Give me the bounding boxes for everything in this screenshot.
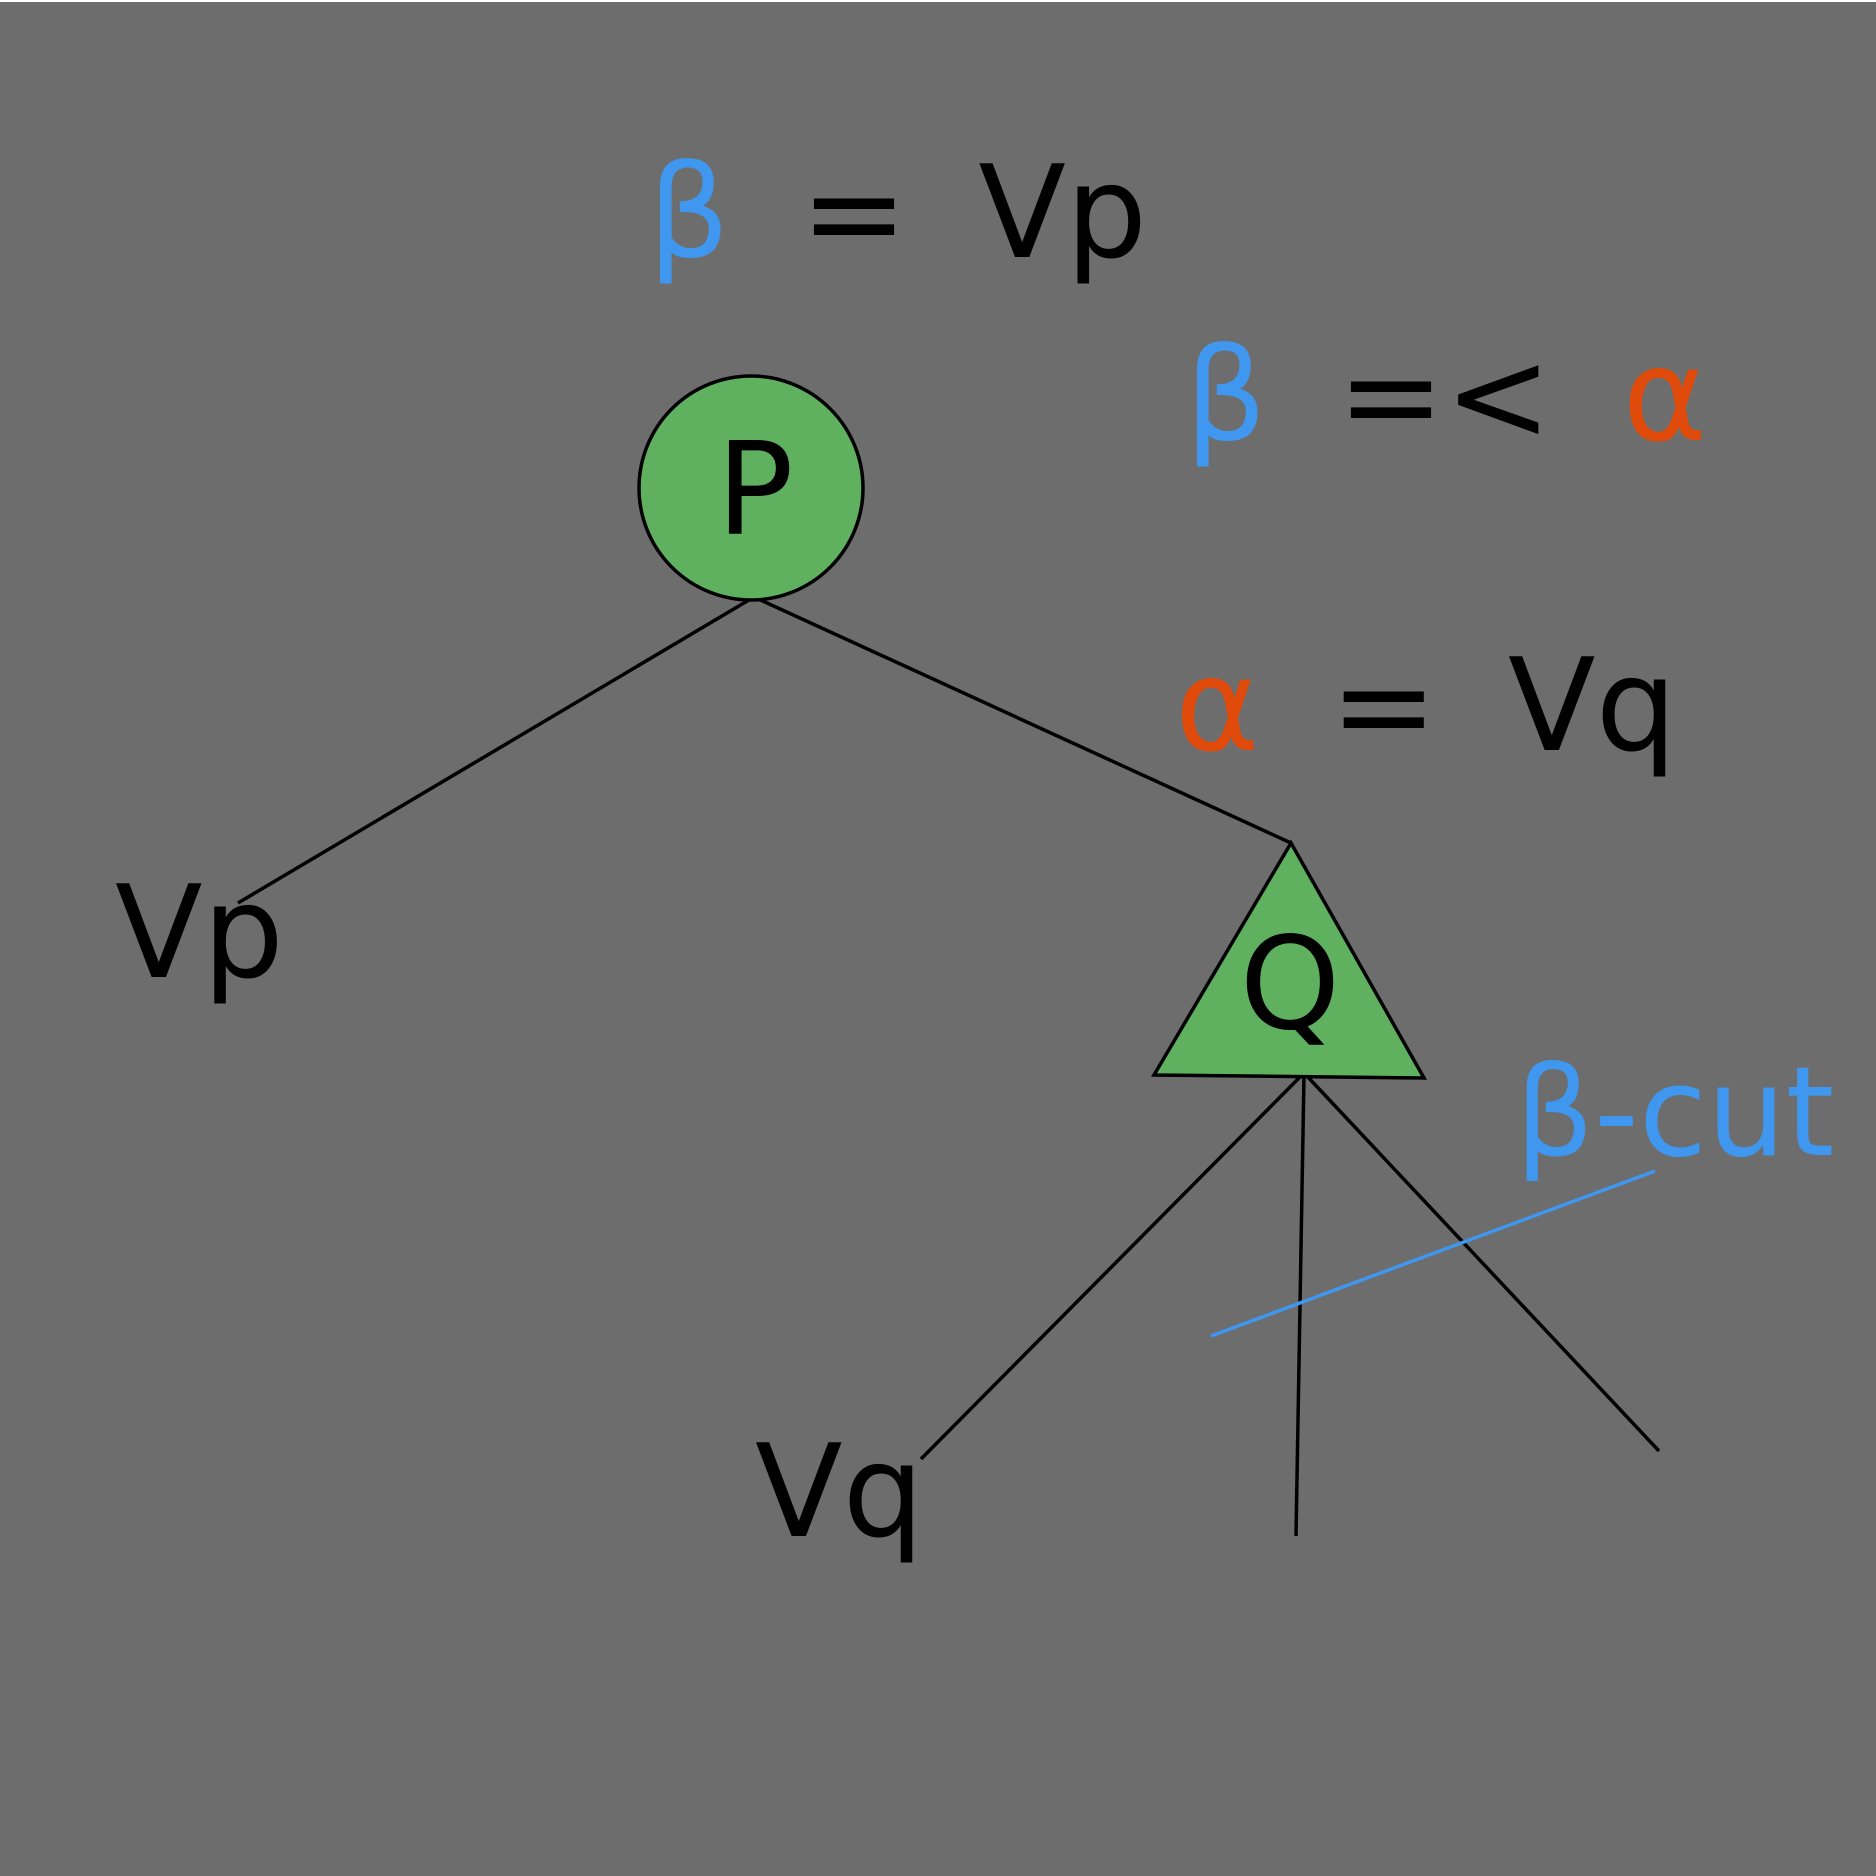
beta-symbol: β (1185, 322, 1267, 471)
node-q-triangle (1150, 839, 1428, 1080)
equation-beta-lte-alpha: β =< α (1185, 322, 1707, 471)
equation-beta-lte-alpha-text: β =< α (1185, 322, 1707, 471)
equation-beta-vp: β = Vp (648, 139, 1147, 288)
beta-symbol: β (648, 139, 730, 288)
equation-alpha-vq: α = Vq (1175, 632, 1677, 781)
edge-p-vp (237, 595, 755, 905)
alpha-symbol: α (1623, 322, 1707, 471)
value-vp: Vp (978, 139, 1147, 288)
node-p-circle (637, 374, 865, 602)
alpha-symbol: α (1175, 632, 1259, 781)
equation-alpha-vq-text: α = Vq (1175, 632, 1677, 781)
beta-cut-line (1210, 1169, 1656, 1338)
lte-sign: =< (1337, 322, 1552, 471)
edge-q-vq (919, 1073, 1304, 1461)
leaf-vq-label: Vq (755, 1418, 924, 1567)
equals-sign: = (1330, 632, 1437, 781)
equation-beta-vp-text: β = Vp (648, 139, 1147, 288)
leaf-vp-label: Vp (115, 859, 284, 1008)
node-q-label: Q (1240, 911, 1341, 1060)
edge-q-right (1304, 1073, 1661, 1453)
beta-cut-label: β-cut (1515, 1041, 1834, 1185)
equals-sign: = (800, 139, 907, 288)
value-vq: Vq (1508, 632, 1677, 781)
node-p-label: P (716, 416, 793, 565)
edge-p-q (753, 595, 1292, 845)
edge-q-middle (1294, 1074, 1306, 1537)
